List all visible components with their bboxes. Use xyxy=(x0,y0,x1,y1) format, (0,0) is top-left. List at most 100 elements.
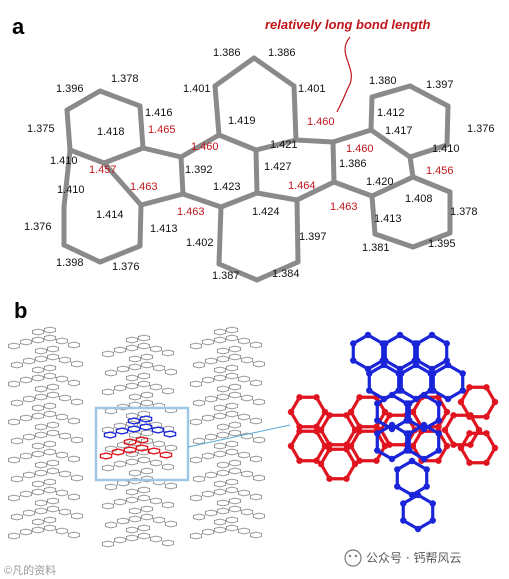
bond-label: 1.410 xyxy=(432,143,460,155)
bond-label: 1.463 xyxy=(330,201,358,213)
bond-label: 1.413 xyxy=(374,213,402,225)
blue-molecule xyxy=(350,331,466,533)
bond-label: 1.465 xyxy=(148,124,176,136)
bond-line xyxy=(64,88,103,113)
bond-label: 1.464 xyxy=(288,180,316,192)
bond-label: 1.410 xyxy=(57,184,85,196)
wechat-icon xyxy=(344,549,362,567)
bond-line xyxy=(410,174,453,195)
stacked-molecule xyxy=(7,516,81,540)
bond-label: 1.380 xyxy=(369,75,397,87)
bond-line xyxy=(97,88,143,109)
bond-line xyxy=(253,137,299,153)
watermark-right-text: 公众号 · 钙帮风云 xyxy=(366,551,461,565)
bond-label: 1.401 xyxy=(183,83,211,95)
stacked-molecule xyxy=(189,326,263,350)
bond-line xyxy=(330,127,374,145)
bond-line xyxy=(369,83,413,100)
bond-line xyxy=(294,197,301,265)
bond-label: 1.463 xyxy=(130,181,158,193)
bond-line xyxy=(216,204,224,267)
stacked-molecule xyxy=(7,326,81,350)
stacked-molecule xyxy=(10,383,84,407)
watermark-right: 公众号 · 钙帮风云 xyxy=(344,549,461,567)
bond-line xyxy=(369,193,378,237)
bond-label: 1.401 xyxy=(298,83,326,95)
bond-label: 1.408 xyxy=(405,193,433,205)
bond-line xyxy=(372,231,416,250)
bond-line xyxy=(137,202,144,249)
bond-label: 1.423 xyxy=(213,181,241,193)
stacked-molecule xyxy=(99,436,173,460)
bond-line xyxy=(138,191,186,208)
atom-ring xyxy=(317,412,359,448)
crystal-packing-stack xyxy=(7,326,266,548)
bond-line xyxy=(407,154,416,180)
bond-line xyxy=(140,145,184,160)
bond-line xyxy=(61,147,73,210)
bond-line xyxy=(216,132,259,153)
stacked-molecule xyxy=(192,497,266,521)
molecular-structure-a xyxy=(61,55,453,283)
stacked-molecule xyxy=(101,372,175,396)
atom-ring xyxy=(287,394,329,430)
bond-line xyxy=(178,132,222,160)
bond-line xyxy=(64,107,73,153)
bond-line xyxy=(291,83,299,143)
stacked-molecule xyxy=(7,478,81,502)
stacked-molecule xyxy=(192,345,266,369)
atom-ring xyxy=(394,457,430,499)
stacked-molecule xyxy=(101,486,175,510)
bond-line xyxy=(368,94,375,133)
bond-network xyxy=(61,55,453,283)
dimer-zoom-view xyxy=(287,331,499,533)
bond-label: 1.460 xyxy=(346,143,374,155)
bond-line xyxy=(101,145,146,166)
stacked-molecule xyxy=(192,459,266,483)
highlighted-dimer xyxy=(99,415,177,460)
bond-label: 1.427 xyxy=(264,161,292,173)
stacked-molecule xyxy=(192,383,266,407)
bond-label: 1.460 xyxy=(191,141,219,153)
stacked-molecule xyxy=(189,516,263,540)
bond-label: 1.392 xyxy=(185,164,213,176)
bond-label: 1.418 xyxy=(97,126,125,138)
bond-line xyxy=(178,154,186,197)
bond-line xyxy=(369,174,416,199)
stacked-molecule xyxy=(7,440,81,464)
bond-line xyxy=(444,103,451,148)
bond-label: 1.375 xyxy=(27,123,55,135)
bond-line xyxy=(216,261,260,283)
stacked-molecule xyxy=(189,478,263,502)
stacked-molecule xyxy=(192,421,266,445)
bond-label: 1.395 xyxy=(428,238,456,250)
bond-line xyxy=(61,242,103,265)
bond-line xyxy=(253,147,260,196)
atom-ring xyxy=(400,491,436,533)
bond-length-labels: 1.386 1.386 1.401 1.401 1.419 1.421 1.46… xyxy=(24,47,495,282)
callout-text: relatively long bond length xyxy=(265,17,430,32)
bond-label: 1.381 xyxy=(362,242,390,254)
bond-label: 1.398 xyxy=(56,257,84,269)
atom-ring xyxy=(409,428,451,464)
bond-line xyxy=(212,83,222,138)
bond-line xyxy=(212,55,257,89)
panel-label-a: a xyxy=(12,14,25,39)
stacked-molecule xyxy=(101,524,175,548)
bond-line xyxy=(254,259,301,283)
atom-ring xyxy=(406,421,442,463)
stacked-molecule xyxy=(7,364,81,388)
bond-label: 1.384 xyxy=(272,268,300,280)
bond-line xyxy=(331,179,375,199)
bond-line xyxy=(180,191,224,210)
panel-label-b: b xyxy=(14,298,27,323)
bond-label: 1.397 xyxy=(426,79,454,91)
stacked-molecule xyxy=(104,353,178,377)
bond-label: 1.412 xyxy=(377,107,405,119)
bond-label: 1.378 xyxy=(111,73,139,85)
bond-label: 1.387 xyxy=(212,270,240,282)
atom-ring xyxy=(457,384,499,420)
bond-label: 1.386 xyxy=(268,47,296,59)
stacked-molecule xyxy=(10,497,84,521)
